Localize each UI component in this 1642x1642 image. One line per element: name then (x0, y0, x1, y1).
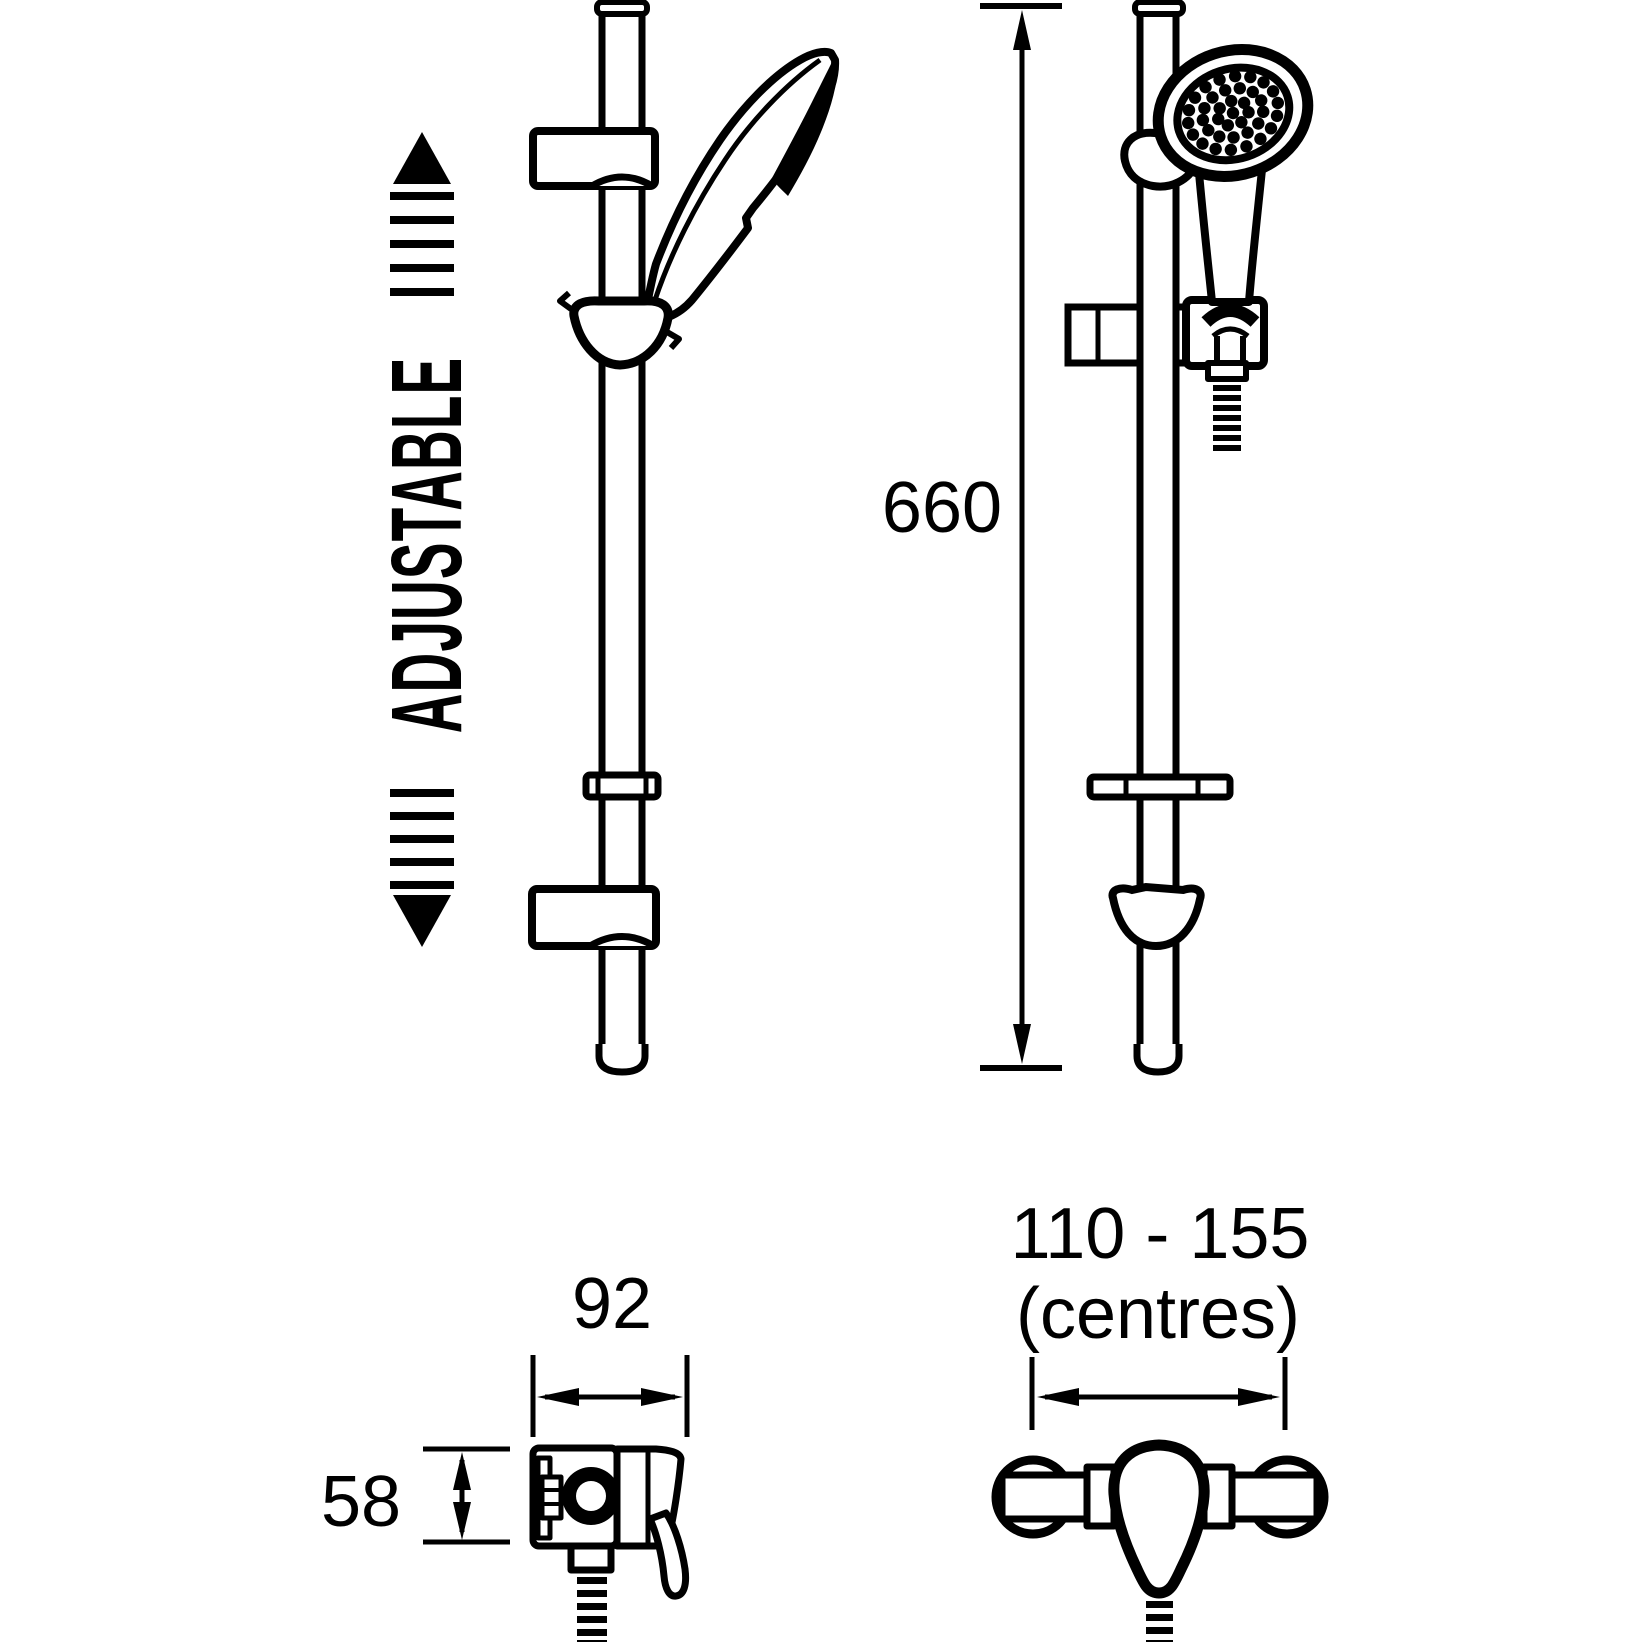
valve-body-side (529, 1444, 690, 1642)
dim58-arrow-up-icon (453, 1452, 471, 1490)
rail-side-top-cap (594, 0, 650, 17)
valve-pipe-left (998, 1471, 1091, 1523)
handset-spray-face-band (772, 58, 838, 196)
dim92-arrow-right-icon (641, 1388, 683, 1406)
handset-wand-ridge-line (652, 57, 822, 301)
handset-head-front (1152, 44, 1314, 182)
valve-height-value: 58 (321, 1462, 401, 1542)
soap-dish-side-view (582, 771, 662, 801)
spray-dots (1182, 69, 1284, 157)
hose-connector-nub (1205, 360, 1249, 382)
rail-front-bottom-cap (1133, 1044, 1183, 1076)
holder-tab-left (557, 290, 573, 312)
soap-dish-front-view (1086, 773, 1234, 801)
handset-side-view (642, 47, 840, 324)
valve-lever-front (1108, 1439, 1210, 1599)
rail-collar (590, 173, 654, 190)
hatch-lines-top (390, 192, 454, 296)
handset-handle-front (1193, 146, 1268, 306)
arrow-down-icon (393, 895, 451, 947)
front-view-rail (1064, 0, 1314, 1076)
adjustable-annotation: ADJUSTABLE (372, 132, 484, 947)
valve-outlet-side (567, 1542, 615, 1574)
dim-arrow-down-icon (1013, 1024, 1031, 1064)
hose-ribs-valve-front (1146, 1601, 1173, 1642)
dimc-arrow-right-icon (1238, 1388, 1280, 1406)
dimension-58 (423, 1446, 510, 1545)
soap-dish-front (1086, 773, 1234, 801)
handset-holder-side-view (557, 290, 682, 370)
adjustable-label: ADJUSTABLE (372, 357, 484, 734)
handset-front-view (1152, 44, 1314, 451)
handset-wand-outline (642, 47, 840, 324)
wall-bracket-front-lower-cup (1108, 882, 1205, 951)
side-view-top-bracket (529, 127, 659, 190)
fixing-centres-value: 110 - 155 (1011, 1194, 1310, 1274)
handle-collar-inner-line (1211, 326, 1250, 339)
dimension-centres (1029, 1357, 1288, 1430)
dim-arrow-up-icon (1013, 10, 1031, 50)
rail-side-bottom-cap (595, 1044, 649, 1076)
valve-front-view: 110 - 155 (centres) (991, 1194, 1329, 1642)
holder-tab-right (665, 329, 682, 350)
dim92-arrow-left-icon (537, 1388, 579, 1406)
arrow-up-icon (393, 132, 451, 184)
hose-ribs-valve-side (577, 1577, 607, 1642)
valve-union-right (1200, 1463, 1236, 1530)
holder-cup (569, 296, 673, 370)
fixing-centres-note: (centres) (1016, 1274, 1300, 1354)
valve-width-value: 92 (572, 1264, 652, 1344)
valve-pipe-right (1228, 1471, 1321, 1523)
valve-control-ring-center (576, 1481, 606, 1511)
rail-length-value: 660 (882, 468, 1002, 548)
dimension-92 (530, 1355, 690, 1437)
dimension-660: 660 (882, 3, 1062, 1071)
handle-collar (1201, 304, 1260, 328)
valve-body-front (991, 1439, 1329, 1642)
valve-side-inlet-tab (539, 1474, 564, 1521)
rail-front-top-cap (1132, 0, 1186, 17)
side-view-lower-bracket (528, 885, 660, 950)
rail-collar-lower (588, 933, 656, 950)
soap-dish-side (582, 771, 662, 801)
dim58-arrow-down-icon (453, 1502, 471, 1540)
hose-ribs-upper (1213, 385, 1241, 451)
valve-side-view: 92 58 (321, 1264, 690, 1642)
dimc-arrow-left-icon (1037, 1388, 1079, 1406)
hatch-lines-bottom (390, 789, 454, 889)
valve-lever-side (646, 1509, 690, 1600)
